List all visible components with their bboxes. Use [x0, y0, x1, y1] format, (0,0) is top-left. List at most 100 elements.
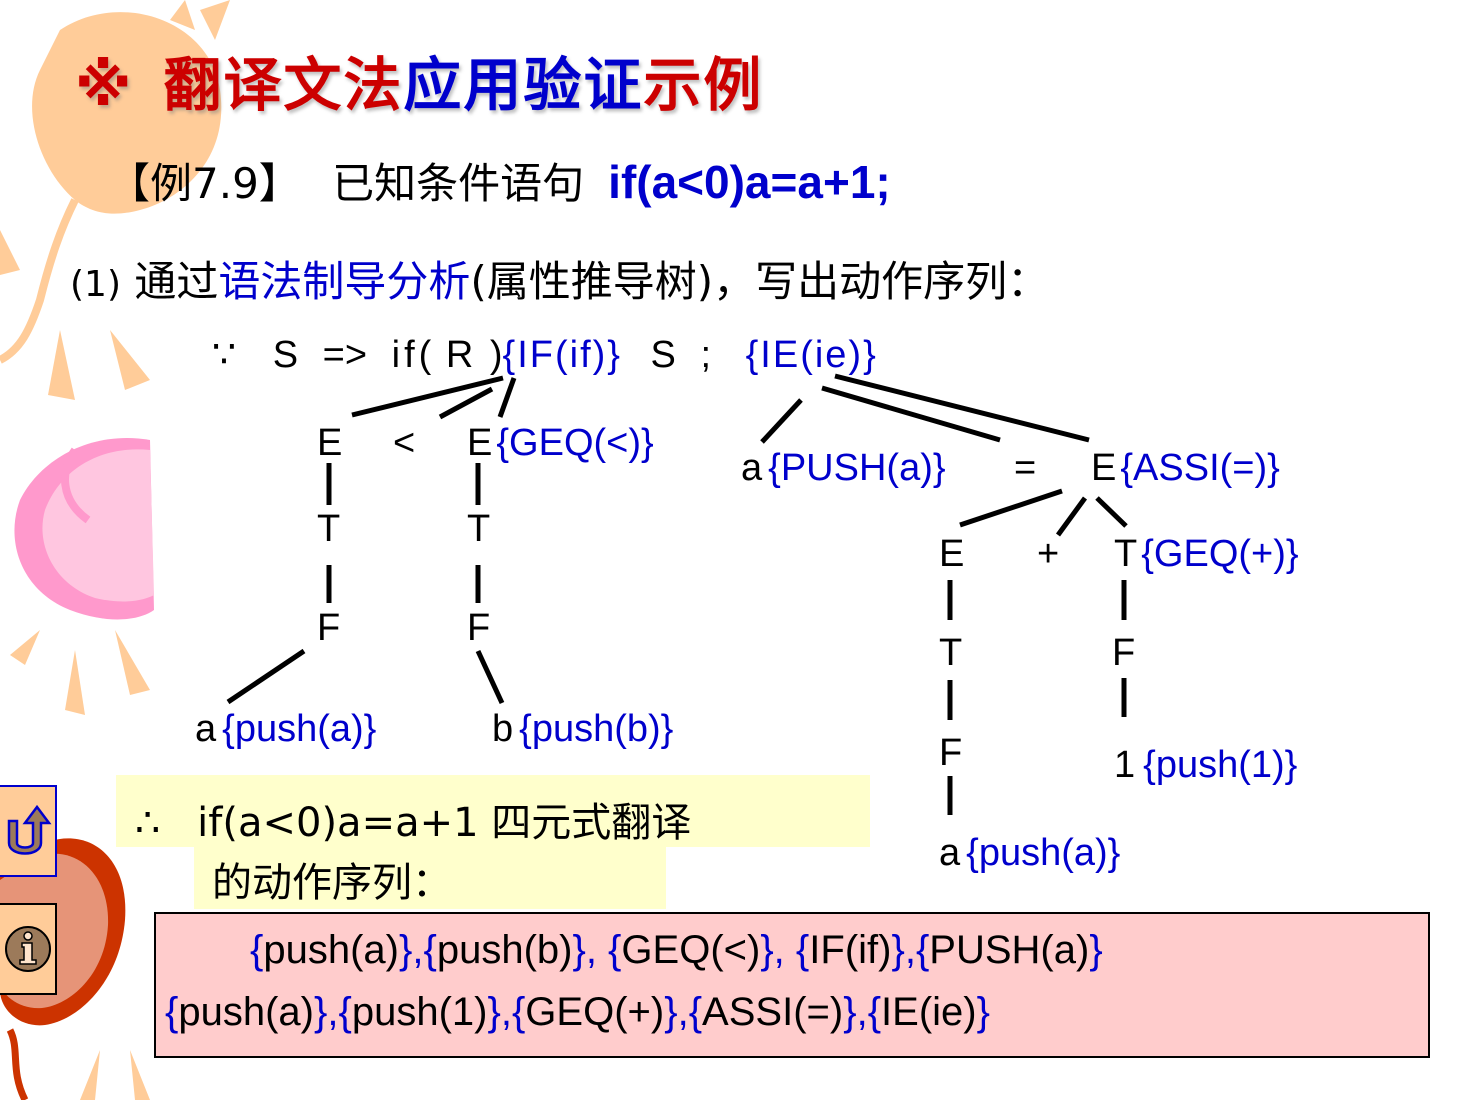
action-token: push(a) [178, 990, 314, 1034]
title-part-3: 示例 [643, 51, 764, 119]
push-1-action: {push(1)} [1143, 744, 1298, 786]
because-symbol: ∵ [212, 334, 237, 376]
action-token: { [915, 928, 930, 972]
action-token: GEQ(+) [525, 990, 665, 1034]
example-label: 【例7.9】 [108, 159, 301, 208]
action-token: ASSI(=) [702, 990, 844, 1034]
slide-title: ※ 翻译文法应用验证示例 [75, 38, 763, 122]
example-code: if(a<0)a=a+1; [608, 156, 891, 208]
action-token: } [487, 990, 501, 1034]
action-token: } [664, 990, 678, 1034]
action-token: , [500, 990, 512, 1034]
leaf-a-label: a [195, 708, 217, 750]
action-sequence-line-2: {push(a)},{push(1)},{GEQ(+)},{ASSI(=)},{… [165, 990, 990, 1035]
conclusion-text-1: if(a<0)a=a+1 四元式翻译 [197, 800, 692, 846]
push-b-action: {push(b)} [519, 708, 674, 750]
conclusion-line-1: ∴ if(a<0)a=a+1 四元式翻译 [135, 790, 691, 848]
action-token: , [773, 928, 796, 972]
derivation-production: ∵ S => if( R ){IF(if)} S ; {IE(ie)} [212, 332, 878, 377]
action-token: push(b) [436, 928, 573, 972]
step-post: (属性推导树)，写出动作序列： [470, 257, 1050, 306]
action-token: { [165, 990, 179, 1034]
node-F-chain: F [939, 732, 963, 774]
geq-less-action: {GEQ(<)} [496, 422, 654, 464]
node-T-sum-label: T [1114, 533, 1138, 575]
action-token: , [412, 928, 424, 972]
step-1-instruction: (1) 通过语法制导分析(属性推导树)，写出动作序列： [70, 248, 1049, 309]
leaf-one: 1{push(1)} [1114, 744, 1297, 787]
action-token: IF(if) [809, 928, 892, 972]
node-E-right: E{GEQ(<)} [467, 422, 654, 465]
node-E-assign: E{ASSI(=)} [1091, 447, 1280, 490]
node-E-left: E [317, 422, 343, 464]
ie-action: {IE(ie)} [745, 334, 878, 376]
node-plus: + [1037, 533, 1060, 575]
geq-plus-action: {GEQ(+)} [1141, 533, 1299, 575]
action-token: IE(ie) [881, 990, 977, 1034]
action-token: { [511, 990, 526, 1034]
leaf-a: a{push(a)} [195, 708, 376, 751]
node-T-sum: T{GEQ(+)} [1114, 533, 1299, 576]
title-part-2: 应用验证 [403, 51, 644, 119]
action-token: } [843, 990, 857, 1034]
action-token: } [760, 928, 774, 972]
if-keyword: if( [391, 334, 436, 376]
action-token: PUSH(a) [929, 928, 1090, 972]
info-button[interactable] [0, 903, 57, 995]
step-number: (1) [70, 264, 121, 305]
action-sequence-line-1: {push(a)},{push(b)}, {GEQ(<)}, {IF(if)},… [250, 928, 1103, 973]
action-token: { [250, 928, 264, 972]
node-E-label: E [467, 422, 493, 464]
node-T-left: T [317, 508, 341, 550]
action-token: { [795, 928, 810, 972]
action-token: { [867, 990, 882, 1034]
action-token: , [856, 990, 868, 1034]
conclusion-highlight-2 [194, 847, 666, 909]
return-arrow-icon [7, 804, 51, 855]
assi-action: {ASSI(=)} [1120, 447, 1280, 489]
action-token: { [423, 928, 437, 972]
conclusion-highlight-1 [116, 775, 870, 847]
action-token: { [338, 990, 352, 1034]
push-a-right-action: {push(a)} [966, 832, 1121, 874]
semicolon: ; [700, 334, 712, 376]
leaf-one-label: 1 [1114, 744, 1136, 786]
action-token: } [891, 928, 905, 972]
action-token: , [904, 928, 916, 972]
action-token: } [398, 928, 413, 972]
step-pre: 通过 [134, 257, 219, 306]
node-T-chain: T [939, 632, 963, 674]
leaf-b-label: b [492, 708, 514, 750]
return-button[interactable] [0, 785, 57, 877]
action-token: push(a) [263, 928, 399, 972]
conclusion-line-2: 的动作序列： [212, 860, 452, 906]
example-statement: 【例7.9】 已知条件语句 if(a<0)a=a+1; [108, 150, 891, 211]
node-a-label: a [741, 447, 763, 489]
title-part-1: 翻译文法 [163, 51, 404, 119]
node-T-right: T [467, 508, 491, 550]
action-token: , [585, 928, 609, 972]
symbol-S-body: S [650, 334, 676, 376]
node-a-assign: a{PUSH(a)} [741, 447, 946, 490]
action-token: } [1089, 928, 1103, 972]
action-token: , [327, 990, 339, 1034]
action-token: { [608, 928, 622, 972]
leaf-b: b{push(b)} [492, 708, 673, 751]
node-equals: = [1014, 447, 1037, 489]
action-token: GEQ(<) [621, 928, 761, 972]
derives-arrow: => [322, 334, 368, 376]
reference-mark-icon: ※ [75, 51, 134, 119]
action-sequence-box [154, 912, 1430, 1058]
leaf-a-right-label: a [939, 832, 961, 874]
node-E-sum: E [939, 533, 965, 575]
example-text: 已知条件语句 [332, 159, 585, 208]
node-less-than: < [393, 422, 416, 464]
node-F-left: F [317, 607, 341, 649]
node-F-right: F [467, 607, 491, 649]
action-token: } [976, 990, 990, 1034]
symbol-S: S [272, 334, 299, 376]
therefore-symbol: ∴ [135, 800, 161, 846]
push-a-action: {push(a)} [222, 708, 377, 750]
push-upper-a-action: {PUSH(a)} [768, 447, 946, 489]
